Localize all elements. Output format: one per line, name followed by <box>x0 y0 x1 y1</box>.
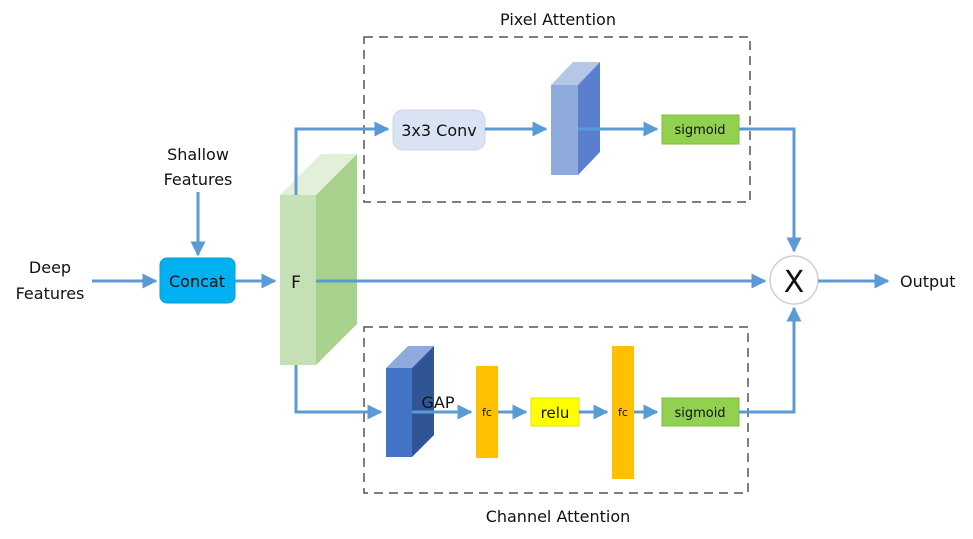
fc1-block <box>476 366 498 458</box>
fc2-label: fc <box>618 406 628 419</box>
pixel-attention-group <box>363 36 751 203</box>
pixel-sigmoid-label: sigmoid <box>674 123 725 138</box>
fc2-block <box>612 346 634 479</box>
concat-label: Concat <box>169 272 225 291</box>
pixel-sigmoid-block <box>661 114 740 145</box>
channel-block-top <box>386 346 434 368</box>
feature-block-side <box>316 154 357 365</box>
channel-block-front <box>386 368 412 457</box>
gap-label: GAP <box>422 393 455 412</box>
pixel-block-front <box>551 85 578 175</box>
shallow-features-label-line2: Features <box>164 170 233 189</box>
channel-attention-title: Channel Attention <box>486 507 631 526</box>
pixel-attention-title: Pixel Attention <box>500 10 616 29</box>
pixel-block-top <box>551 62 600 85</box>
relu-label: relu <box>541 404 570 422</box>
channel-attention-group <box>363 326 749 494</box>
channel-block-side <box>412 346 434 457</box>
output-label: Output <box>900 272 956 291</box>
channel-sigmoid-to-multiply-arrow <box>739 306 802 414</box>
pixel-block-side <box>578 62 600 175</box>
pixel-sigmoid-to-multiply-arrow <box>739 127 802 253</box>
conv-label: 3x3 Conv <box>401 121 476 140</box>
feature-block-top <box>280 154 357 195</box>
f-to-channel-arrow <box>294 365 383 420</box>
shallow-features-label-line1: Shallow <box>167 145 229 164</box>
multiply-label: X <box>784 265 805 300</box>
feature-block-front <box>280 195 316 365</box>
deep-features-label-line1: Deep <box>29 258 71 277</box>
feature-label: F <box>291 273 301 293</box>
f-to-conv-arrow <box>294 121 390 195</box>
deep-features-label-line2: Features <box>16 284 85 303</box>
channel-sigmoid-label: sigmoid <box>674 406 725 421</box>
fc1-label: fc <box>482 406 492 419</box>
relu-block <box>530 397 580 427</box>
